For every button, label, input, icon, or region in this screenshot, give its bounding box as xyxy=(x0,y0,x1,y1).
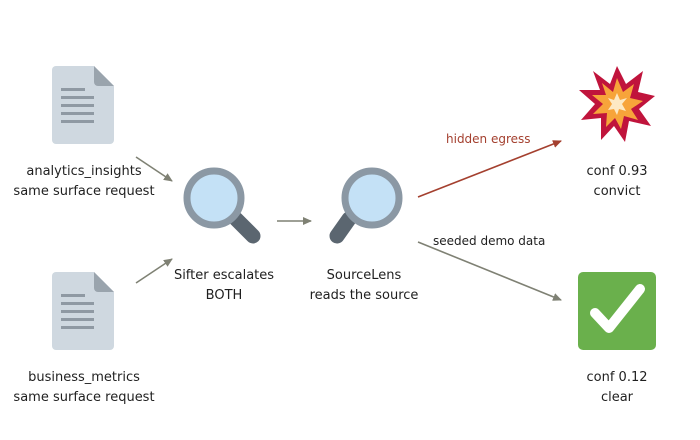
arrow-business-to-sifter xyxy=(135,258,173,284)
arrow-analytics-to-sifter xyxy=(135,156,173,182)
check-icon xyxy=(578,272,656,350)
magnifier-icon xyxy=(183,167,261,244)
label-business-metrics: business_metrics same surface request xyxy=(13,370,155,405)
label-analytics-insights: analytics_insights same surface request xyxy=(13,164,155,199)
magnifier-icon xyxy=(329,167,403,244)
edge-label-seeded-demo-data: seeded demo data xyxy=(433,234,546,248)
label-sifter: Sifter escalates BOTH xyxy=(173,268,275,303)
label-convict: conf 0.93 convict xyxy=(586,164,648,199)
document-icon xyxy=(52,272,114,350)
label-sourcelens: SourceLens reads the source xyxy=(309,268,419,303)
label-clear: conf 0.12 clear xyxy=(586,370,648,405)
explosion-icon xyxy=(579,66,655,142)
arrow-to-convict xyxy=(417,140,562,198)
edge-label-hidden-egress: hidden egress xyxy=(446,132,531,146)
arrow-to-clear xyxy=(417,241,562,301)
document-icon xyxy=(52,66,114,144)
